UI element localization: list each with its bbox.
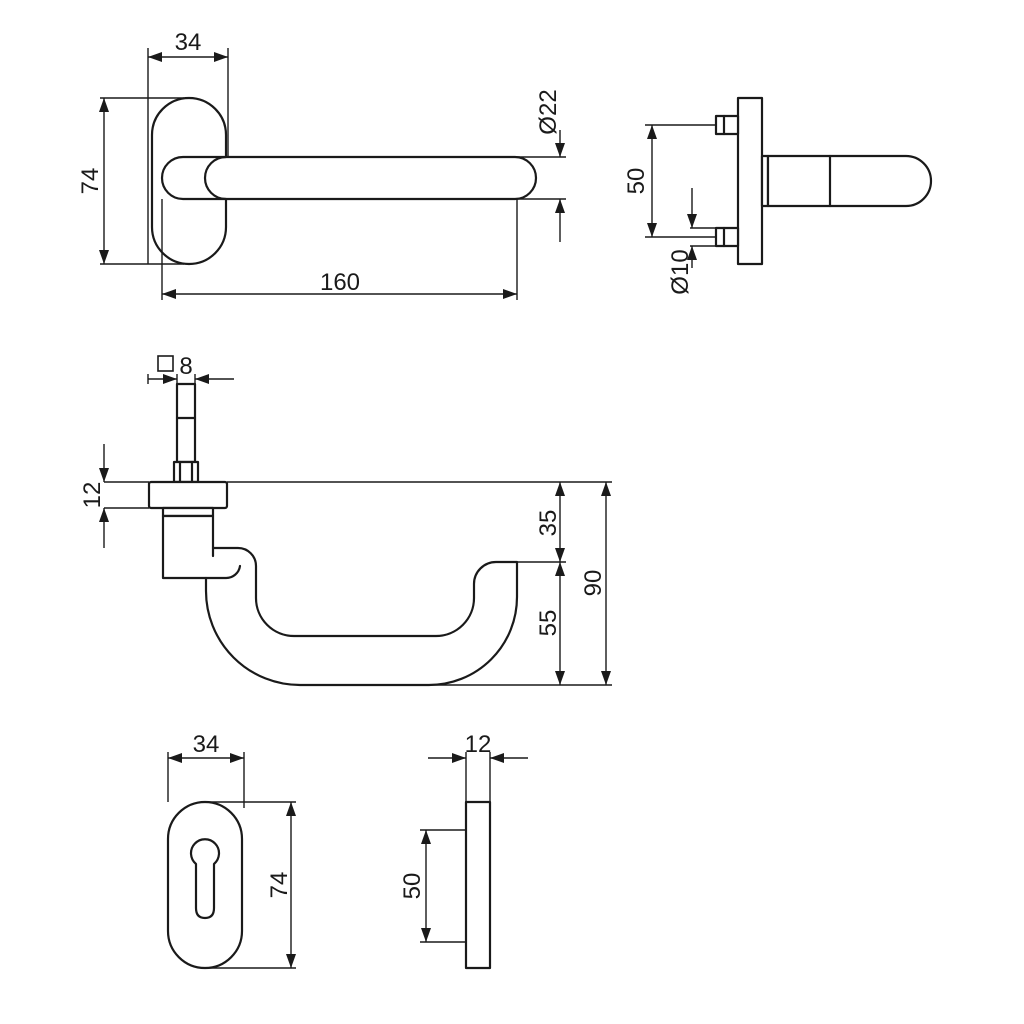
dim-escutcheon-height: 74 [266, 802, 296, 968]
front-rose-collar [161, 506, 215, 518]
lever-bar [160, 155, 538, 201]
dim-total-height-label: 90 [580, 570, 607, 597]
escutcheon-front-view: 34 74 [166, 731, 296, 970]
dim-lever-diameter-label: Ø22 [535, 89, 562, 134]
dim-pin-diameter: Ø10 [667, 188, 716, 295]
dim-offset-upper: 35 [535, 482, 565, 562]
dim-offset-lower-label: 55 [535, 610, 562, 637]
lever-bar-inner [203, 155, 228, 201]
dim-offset-lower: 55 [535, 562, 565, 685]
spindle-base [172, 460, 200, 484]
dim-rose-height-label: 74 [77, 168, 104, 195]
cylinder-keyhole [189, 838, 221, 920]
dim-lever-length: 160 [162, 269, 517, 299]
lever-side-view: 50 Ø10 [623, 96, 933, 295]
dim-escutcheon-pin-spacing-label: 50 [399, 873, 426, 900]
dim-rose-width: 34 [148, 29, 228, 62]
dim-spindle: 8 [148, 353, 234, 384]
dim-spindle-label: 8 [179, 353, 192, 380]
side-lever-grip [766, 154, 933, 208]
dim-escutcheon-pin-spacing: 50 [399, 830, 431, 942]
lever-top-view: 34 74 160 Ø22 [77, 29, 566, 300]
side-rose-plate [736, 96, 764, 266]
dim-pin-diameter-label: Ø10 [667, 249, 694, 294]
square-icon [157, 355, 174, 372]
dim-lever-diameter: Ø22 [535, 89, 565, 242]
dim-pin-spacing-label: 50 [623, 168, 650, 195]
dim-rose-height: 74 [77, 98, 109, 264]
dim-escutcheon-width: 34 [168, 731, 244, 763]
dim-lever-length-label: 160 [320, 269, 360, 296]
lever-u-shape [161, 514, 519, 687]
escutcheon-side-plate [464, 800, 492, 970]
dim-pin-spacing: 50 [623, 124, 716, 238]
dim-rose-thickness: 12 [79, 444, 109, 548]
dim-total-height: 90 [580, 482, 611, 685]
dim-rose-thickness-label: 12 [79, 482, 106, 509]
escutcheon-side-view: 12 50 [399, 731, 528, 970]
lever-front-view: 8 12 35 55 90 [79, 353, 612, 687]
side-lower-pin [714, 226, 740, 248]
front-rose [147, 480, 229, 510]
dim-escutcheon-thickness-label: 12 [465, 731, 492, 758]
dim-escutcheon-width-label: 34 [193, 731, 220, 758]
side-upper-pin [714, 114, 740, 136]
dim-offset-upper-label: 35 [535, 510, 562, 537]
dim-escutcheon-thickness: 12 [428, 731, 528, 763]
dim-escutcheon-height-label: 74 [266, 872, 293, 899]
spindle [175, 382, 197, 464]
dim-rose-width-label: 34 [175, 29, 202, 56]
